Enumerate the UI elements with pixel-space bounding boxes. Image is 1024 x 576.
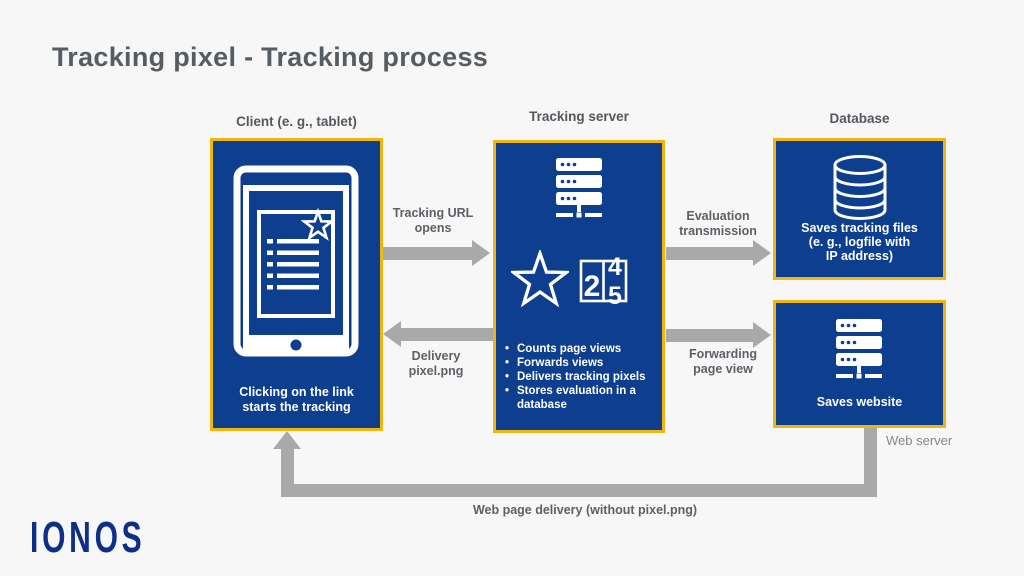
database-caption: Saves tracking files (e. g., logfile wit… (801, 221, 918, 263)
arrowhead-left-icon (383, 321, 401, 347)
server-icon (556, 158, 602, 218)
arrow-forwarding (666, 329, 753, 342)
counter-lower-digit: 5 (608, 282, 622, 310)
arrow-evaluation (666, 247, 753, 260)
server-icon (836, 319, 882, 379)
document-icon (257, 207, 336, 318)
arrow-label-web-page-delivery: Web page delivery (without pixel.png) (472, 503, 698, 517)
list-item: Forwards views (504, 356, 660, 370)
database-node: Saves tracking files (e. g., logfile wit… (773, 138, 946, 280)
star-icon (511, 250, 569, 308)
arrowhead-right-icon (753, 322, 771, 348)
database-header: Database (829, 111, 890, 126)
tracking-server-bullet-list: Counts page views Forwards views Deliver… (504, 342, 660, 412)
tracking-server-header: Tracking server (529, 109, 629, 124)
web-server-node: Saves website (773, 300, 946, 428)
arrowhead-up-icon (273, 431, 301, 449)
page-title: Tracking pixel - Tracking process (52, 42, 489, 72)
arrow-web-page-delivery-vertical-right (864, 428, 877, 497)
arrow-label-tracking-url: Tracking URL opens (392, 206, 474, 235)
client-caption: Clicking on the link starts the tracking (239, 385, 354, 414)
star-icon (300, 207, 336, 241)
list-item: Counts page views (504, 342, 660, 356)
client-node: Clicking on the link starts the tracking (210, 138, 383, 431)
tracking-server-node: 2 4 5 Counts page views Forwards views D… (493, 140, 665, 433)
database-icon (833, 155, 887, 220)
list-item: Delivers tracking pixels (504, 370, 660, 384)
arrow-label-delivery-pixel: Delivery pixel.png (408, 349, 464, 378)
arrow-web-page-delivery-horizontal (281, 484, 877, 497)
arrow-label-evaluation: Evaluation transmission (679, 209, 757, 238)
arrow-web-page-delivery-vertical-left (281, 448, 294, 497)
home-button-dot (290, 339, 302, 351)
arrow-delivery-pixel (401, 328, 493, 341)
ionos-logo: IONOS (30, 514, 146, 562)
arrow-label-forwarding: Forwarding page view (688, 347, 758, 376)
arrow-tracking-url (383, 247, 473, 260)
web-server-label: Web server (886, 433, 953, 448)
counter-upper-digit: 4 (608, 253, 622, 281)
counter-icon: 2 4 5 (579, 253, 628, 310)
client-header: Client (e. g., tablet) (236, 114, 357, 129)
web-server-caption: Saves website (816, 395, 903, 409)
counter-left-digit: 2 (584, 270, 601, 303)
arrowhead-right-icon (753, 240, 771, 266)
arrowhead-right-icon (472, 240, 490, 266)
tablet-icon (233, 165, 359, 357)
list-item: Stores evaluation in a database (504, 384, 660, 412)
